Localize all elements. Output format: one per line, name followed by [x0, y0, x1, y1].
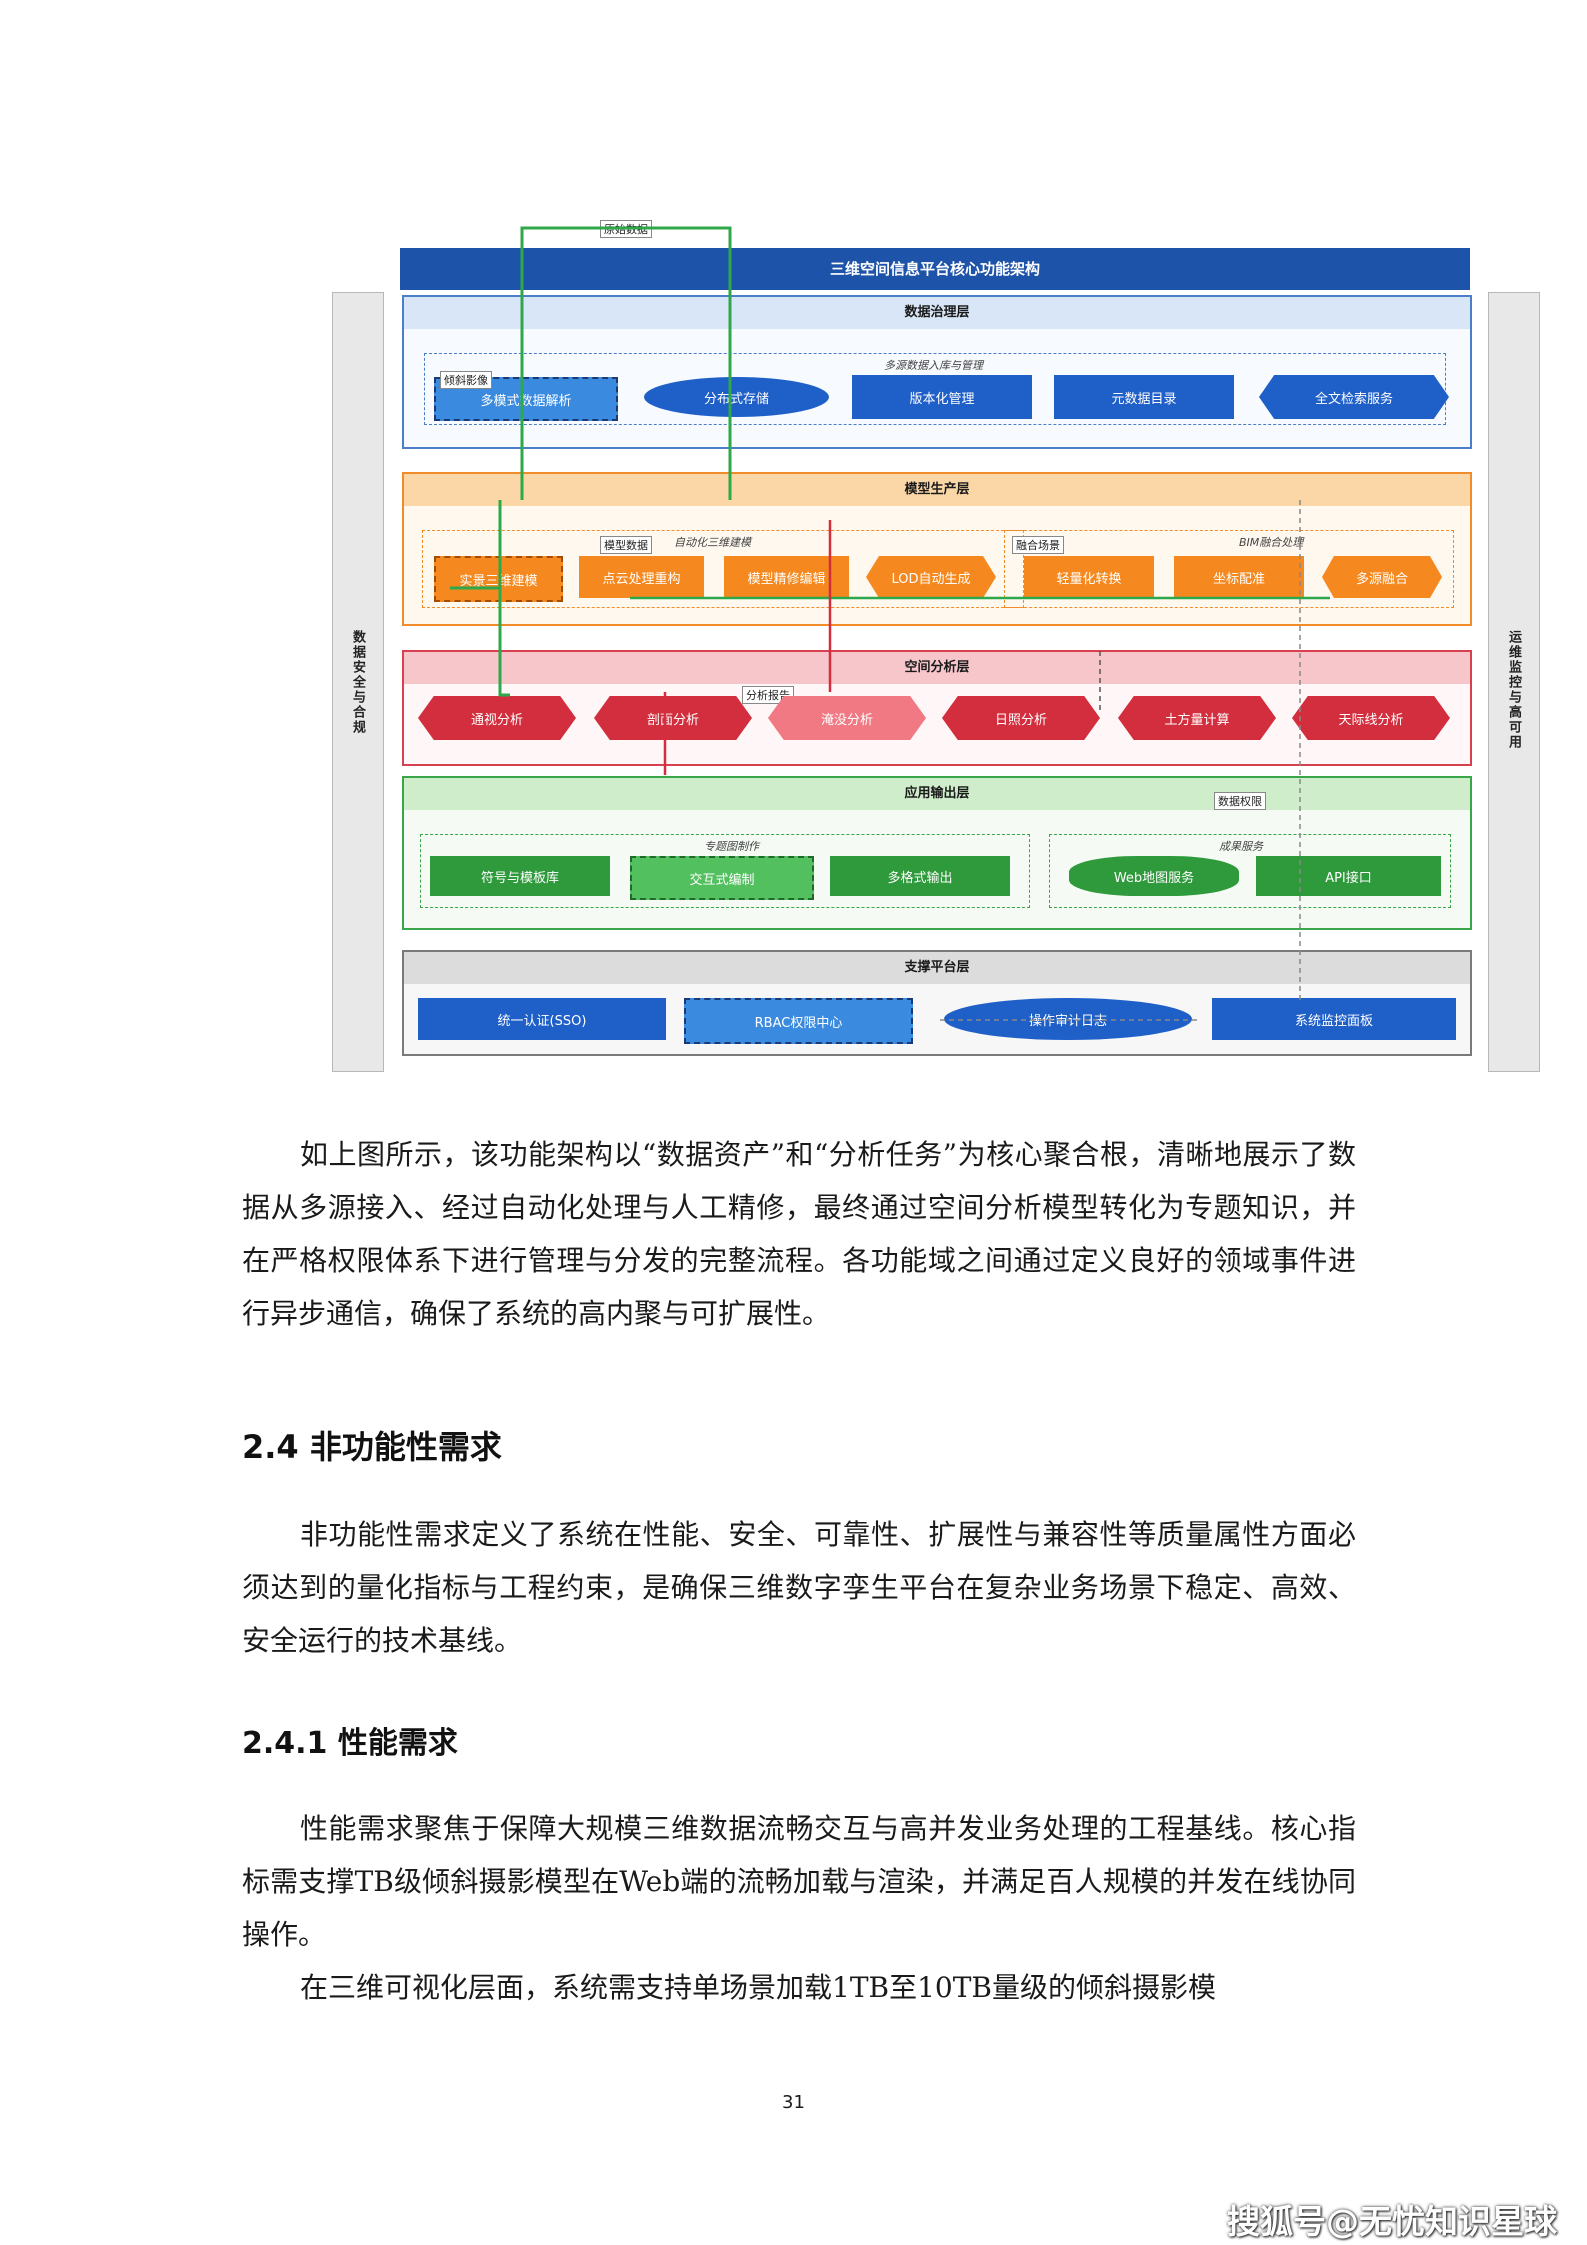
analysis-tag: 分析报告	[742, 686, 794, 704]
left-side-bar	[332, 292, 384, 1072]
paragraph-1: 如上图所示，该功能架构以“数据资产”和“分析任务”为核心聚合根，清晰地展示了数据…	[242, 1128, 1356, 1340]
item-lightweight: 轻量化转换	[1024, 556, 1154, 598]
paragraph-4-text: 在三维可视化层面，系统需支持单场景加载1TB至10TB量级的倾斜摄影模	[300, 1971, 1216, 2004]
governance-group	[424, 353, 1446, 425]
item-symbol-library: 符号与模板库	[430, 856, 610, 896]
output-group-2	[1049, 834, 1451, 908]
item-model-refine: 模型精修编辑	[724, 556, 849, 598]
item-earthwork: 土方量计算	[1118, 696, 1276, 740]
governance-group-label: 多源数据入库与管理	[884, 359, 983, 372]
item-interactive-edit: 交互式编制	[630, 856, 814, 900]
model-group-2-label: BIM融合处理	[1239, 536, 1304, 549]
governance-tag: 倾斜影像	[440, 371, 492, 389]
item-multi-format: 多格式输出	[830, 856, 1010, 896]
output-tag: 数据权限	[1214, 792, 1266, 810]
model-layer-title: 模型生产层	[404, 474, 1470, 506]
paragraph-2: 非功能性需求定义了系统在性能、安全、可靠性、扩展性与兼容性等质量属性方面必须达到…	[242, 1508, 1356, 1667]
item-distributed-storage: 分布式存储	[644, 377, 829, 417]
governance-layer-title: 数据治理层	[404, 297, 1470, 329]
footer-watermark: 搜狐号@无忧知识星球	[1227, 2202, 1557, 2241]
item-web-map: Web地图服务	[1069, 856, 1239, 896]
connector-raw-data	[520, 226, 732, 500]
paragraph-1-text: 如上图所示，该功能架构以“数据资产”和“分析任务”为核心聚合根，清晰地展示了数据…	[242, 1138, 1356, 1330]
model-group-2-tag: 融合场景	[1012, 536, 1064, 554]
output-group-1-label: 专题图制作	[704, 840, 759, 853]
item-api: API接口	[1256, 856, 1441, 896]
page-number: 31	[782, 2092, 805, 2113]
heading-2-4-1: 2.4.1 性能需求	[242, 1726, 458, 1761]
item-monitor-panel: 系统监控面板	[1212, 998, 1456, 1040]
connector-model-data	[450, 500, 502, 590]
governance-layer: 数据治理层 多源数据入库与管理 多模式数据解析 倾斜影像 分布式存储 版本化管理…	[402, 295, 1472, 449]
item-multi-fusion: 多源融合	[1322, 556, 1442, 598]
right-side-bar	[1488, 292, 1540, 1072]
paragraph-2-text: 非功能性需求定义了系统在性能、安全、可靠性、扩展性与兼容性等质量属性方面必须达到…	[242, 1518, 1356, 1657]
item-version-mgmt: 版本化管理	[852, 375, 1032, 419]
analysis-layer-title: 空间分析层	[404, 652, 1470, 684]
paragraph-3-text: 性能需求聚焦于保障大规模三维数据流畅交互与高并发业务处理的工程基线。核心指标需支…	[242, 1812, 1356, 1951]
item-sso: 统一认证(SSO)	[418, 998, 666, 1040]
right-side-label: 运维监控与高可用	[1506, 630, 1521, 750]
item-sunlight: 日照分析	[942, 696, 1100, 740]
model-group-1	[422, 530, 1024, 608]
output-group-2-label: 成果服务	[1219, 840, 1263, 853]
item-profile: 剖面分析	[594, 696, 752, 740]
paragraph-3: 性能需求聚焦于保障大规模三维数据流畅交互与高并发业务处理的工程基线。核心指标需支…	[242, 1802, 1356, 2014]
connector-analysis	[498, 588, 510, 697]
item-pointcloud: 点云处理重构	[579, 556, 704, 598]
model-group-2	[1004, 530, 1454, 608]
item-visibility: 通视分析	[418, 696, 576, 740]
item-skyline: 天际线分析	[1292, 696, 1450, 740]
output-layer-title: 应用输出层	[404, 778, 1470, 810]
item-coord-register: 坐标配准	[1174, 556, 1304, 598]
output-layer: 应用输出层 数据权限 专题图制作 成果服务 符号与模板库 交互式编制 多格式输出…	[402, 776, 1472, 930]
item-rbac: RBAC权限中心	[684, 998, 913, 1044]
support-layer-title: 支撑平台层	[404, 952, 1470, 984]
architecture-diagram: 数据安全与合规 运维监控与高可用 三维空间信息平台核心功能架构 原始数据 数据治…	[300, 200, 1587, 1090]
item-audit-log: 操作审计日志	[944, 998, 1192, 1040]
heading-2-4: 2.4 非功能性需求	[242, 1428, 502, 1466]
left-side-label: 数据安全与合规	[350, 630, 365, 735]
model-group-1-label: 自动化三维建模	[674, 536, 751, 549]
diagram-title: 三维空间信息平台核心功能架构	[400, 248, 1470, 290]
item-metadata-catalog: 元数据目录	[1054, 375, 1234, 419]
item-lod-generate: LOD自动生成	[866, 556, 996, 598]
output-group-1	[420, 834, 1030, 908]
model-group-1-tag: 模型数据	[600, 536, 652, 554]
item-fulltext-search: 全文检索服务	[1259, 375, 1449, 419]
analysis-layer: 空间分析层 分析报告 通视分析 剖面分析 淹没分析 日照分析 土方量计算 天际线…	[402, 650, 1472, 766]
model-layer: 模型生产层 自动化三维建模 模型数据 BIM融合处理 融合场景 实景三维建模 点…	[402, 472, 1472, 626]
item-flood: 淹没分析	[768, 696, 926, 740]
support-layer: 支撑平台层 统一认证(SSO) RBAC权限中心 操作审计日志 系统监控面板	[402, 950, 1472, 1056]
diagram-connectors	[450, 226, 1330, 1021]
